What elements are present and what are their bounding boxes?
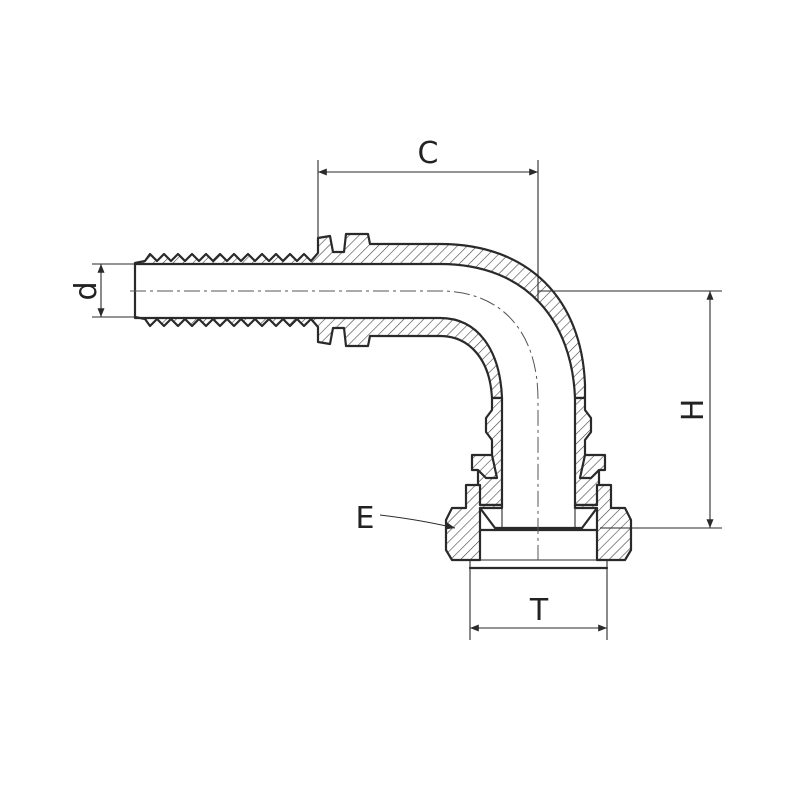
e-label: E xyxy=(356,501,375,536)
dimension-d: d xyxy=(69,263,135,318)
collar-left xyxy=(470,453,499,480)
h-label: H xyxy=(676,399,711,422)
e-leader-line xyxy=(379,514,456,530)
dimension-c: C xyxy=(317,136,539,300)
t-label: T xyxy=(529,593,549,628)
dimension-t: T xyxy=(469,568,608,640)
elbow-body xyxy=(133,232,601,530)
collar-right xyxy=(578,453,607,480)
upper-wall xyxy=(133,232,587,400)
outlet-right-wall xyxy=(573,396,601,507)
dimension-h: H xyxy=(538,290,722,529)
outlet-left-wall xyxy=(476,396,504,507)
leader-e: E xyxy=(356,501,456,536)
flow-centerline xyxy=(130,290,539,560)
c-label: C xyxy=(418,136,439,171)
lower-wall xyxy=(133,315,504,400)
d-label: d xyxy=(69,281,104,300)
center-lines xyxy=(130,290,539,560)
